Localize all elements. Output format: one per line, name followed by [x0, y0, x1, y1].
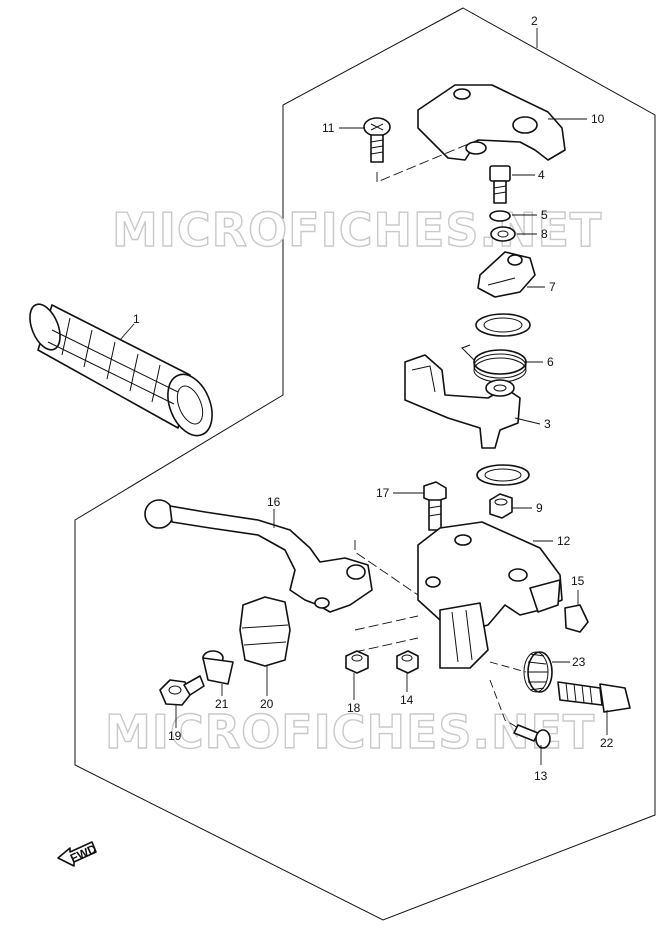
callout-16: 16	[267, 495, 281, 509]
leader-lines	[119, 28, 608, 765]
holder-part-20	[239, 596, 291, 667]
callout-23: 23	[572, 655, 586, 669]
grip-part-1	[29, 303, 213, 437]
callout-6: 6	[547, 355, 554, 369]
nut-part-9	[489, 493, 513, 519]
collar-upper	[475, 313, 531, 337]
callout-14: 14	[400, 693, 414, 707]
nut-part-18	[345, 650, 369, 674]
housing-part-12	[417, 521, 563, 669]
fwd-label: FWD	[68, 841, 99, 865]
assembly-outline	[74, 7, 656, 921]
clamp-part-10	[417, 84, 566, 161]
callout-8: 8	[541, 227, 548, 241]
callout-15: 15	[571, 574, 585, 588]
callout-2: 2	[531, 14, 538, 28]
callout-5: 5	[541, 208, 548, 222]
callout-1: 1	[133, 312, 140, 326]
washer-part-5	[489, 210, 511, 222]
screw-part-11	[363, 117, 391, 163]
bolt-part-4	[489, 165, 511, 204]
callout-19: 19	[168, 729, 182, 743]
watermark-top: MICROFICHES.NET	[112, 203, 602, 257]
plate-part-7	[477, 251, 536, 298]
callout-9: 9	[536, 501, 543, 515]
callout-21: 21	[215, 697, 229, 711]
callout-17: 17	[376, 486, 390, 500]
collar-part-21	[202, 650, 234, 685]
callout-12: 12	[557, 534, 571, 548]
callout-18: 18	[347, 701, 361, 715]
callout-22: 22	[600, 736, 614, 750]
bolt-part-19	[159, 675, 205, 706]
collar-lower	[476, 464, 530, 486]
watermark-bottom: MICROFICHES.NET	[105, 705, 595, 759]
lever-part-3	[404, 354, 521, 449]
callout-20: 20	[260, 697, 274, 711]
adjuster-part-22	[557, 681, 631, 713]
callout-13: 13	[534, 769, 548, 783]
block-part-15	[564, 604, 589, 633]
callout-3: 3	[544, 417, 551, 431]
callout-11: 11	[322, 121, 335, 135]
callout-labels: 2 1 3 4 5 6 7 8 9 10 11 12 13 14 15 16 1…	[133, 14, 614, 783]
lever-part-16	[144, 499, 373, 613]
adjuster-part-23	[523, 651, 553, 693]
bolt-part-17	[423, 481, 447, 531]
fwd-arrow-icon: FWD	[57, 841, 99, 867]
screw-part-13	[513, 724, 551, 749]
callout-4: 4	[538, 168, 545, 182]
nut-part-14	[396, 650, 419, 674]
callout-7: 7	[549, 280, 556, 294]
spring-part-6	[461, 344, 527, 383]
washer-part-8	[490, 226, 516, 242]
callout-10: 10	[591, 112, 605, 126]
